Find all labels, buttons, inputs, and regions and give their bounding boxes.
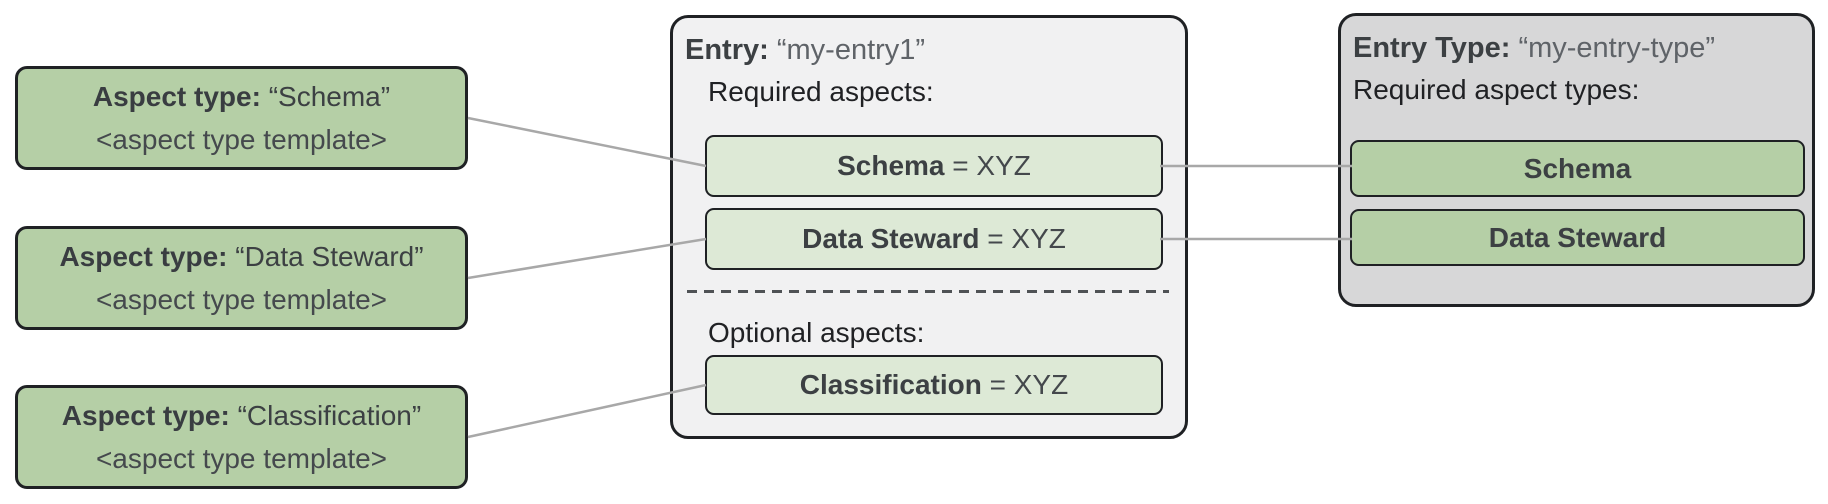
aspect-type-box-data-steward: Aspect type: “Data Steward” <aspect type… <box>15 226 468 330</box>
aspect-type-label: Aspect type: <box>92 80 261 112</box>
aspect-type-name: “Schema” <box>260 80 391 112</box>
aspect-type-name: Data Steward <box>1488 221 1667 253</box>
entry-box: Entry: “my-entry1” Required aspects: Sch… <box>670 15 1188 439</box>
entry-type-title-label: Entry Type: <box>1353 32 1511 64</box>
aspect-type-title: Aspect type: “Schema” <box>93 81 390 113</box>
optional-aspect-pill-classification: Classification = XYZ <box>705 355 1163 415</box>
aspect-type-template-text: <aspect type template> <box>95 123 388 155</box>
aspect-type-name: “Data Steward” <box>227 240 424 272</box>
entry-title-label: Entry: <box>685 34 769 66</box>
aspect-type-template-text: <aspect type template> <box>95 283 388 315</box>
required-aspects-label: Required aspects: <box>708 76 934 107</box>
aspect-type-template-text: <aspect type template> <box>95 442 388 474</box>
aspect-type-label: Aspect type: <box>61 399 230 431</box>
entry-title: Entry: “my-entry1” <box>685 34 925 67</box>
aspect-type-label: Aspect type: <box>59 240 228 272</box>
entry-title-value: “my-entry1” <box>768 34 926 66</box>
aspect-name: Schema <box>837 150 945 181</box>
aspect-type-title: Aspect type: “Data Steward” <box>59 241 423 273</box>
required-aspect-pill-schema: Schema = XYZ <box>705 135 1163 197</box>
aspect-name: Data Steward <box>802 223 980 254</box>
aspect-type-title: Aspect type: “Classification” <box>62 400 421 432</box>
entry-type-title-value: “my-entry-type” <box>1510 32 1716 64</box>
entry-type-title: Entry Type: “my-entry-type” <box>1353 32 1715 65</box>
aspect-type-name: “Classification” <box>229 399 422 431</box>
aspect-value: = XYZ <box>979 223 1066 254</box>
entry-type-box: Entry Type: “my-entry-type” Required asp… <box>1338 13 1815 307</box>
required-aspect-types-label: Required aspect types: <box>1353 74 1640 105</box>
aspect-name: Classification <box>799 369 982 400</box>
aspect-type-pill-schema: Schema <box>1350 140 1805 197</box>
aspect-type-name: Schema <box>1523 152 1632 184</box>
aspect-value: = XYZ <box>981 369 1069 400</box>
optional-aspects-label: Optional aspects: <box>708 317 925 348</box>
aspect-type-box-classification: Aspect type: “Classification” <aspect ty… <box>15 385 468 489</box>
required-aspect-pill-data-steward: Data Steward = XYZ <box>705 208 1163 270</box>
aspect-type-pill-data-steward: Data Steward <box>1350 209 1805 266</box>
aspect-value: = XYZ <box>944 150 1031 181</box>
dashed-divider <box>687 290 1169 293</box>
aspect-type-box-schema: Aspect type: “Schema” <aspect type templ… <box>15 66 468 170</box>
